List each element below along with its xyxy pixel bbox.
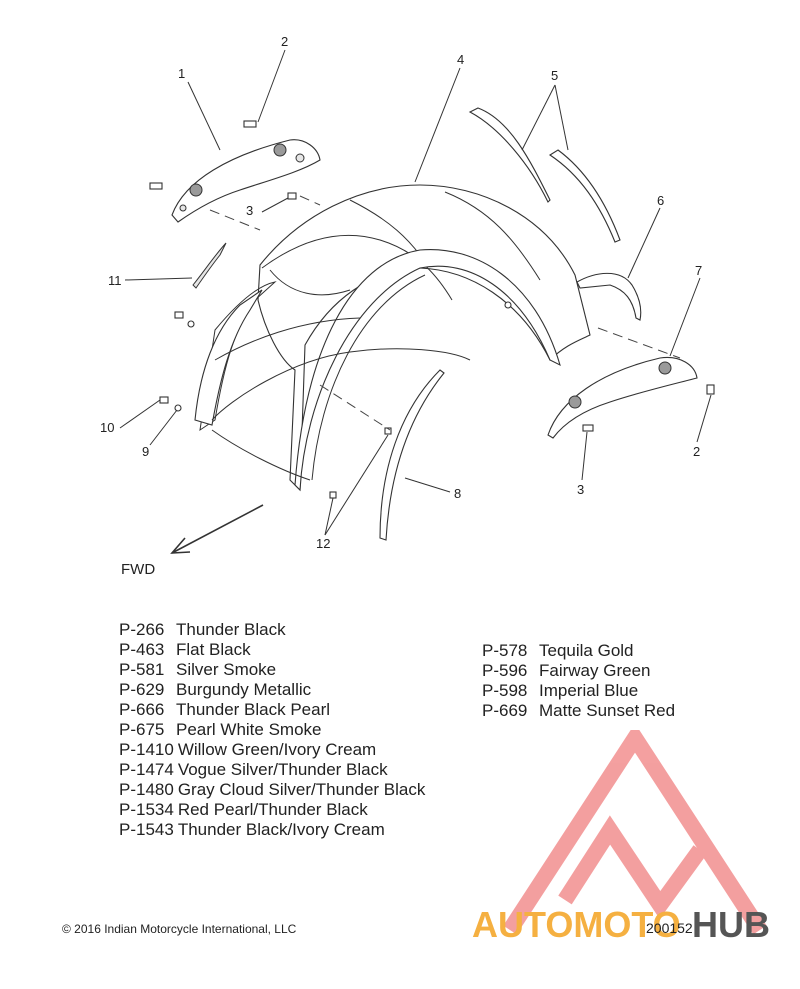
callout-1: 1 — [178, 66, 185, 81]
paint-code-row: P-666 Thunder Black Pearl — [119, 700, 425, 720]
paint-code-row: P-581 Silver Smoke — [119, 660, 425, 680]
fender-trim-strips — [468, 107, 621, 243]
trim-piece — [192, 242, 227, 289]
paint-code: P-669 — [482, 701, 528, 720]
paint-color-name: Burgundy Metallic — [176, 680, 312, 699]
callout-7: 7 — [695, 263, 702, 278]
callout-2b: 2 — [693, 444, 700, 459]
paint-code: P-581 — [119, 660, 165, 679]
exploded-parts-diagram: 1 2 3 4 5 6 7 2 3 8 12 9 10 11 FWD — [100, 34, 715, 578]
right-fender-rail — [547, 356, 698, 439]
watermark-text-a: AUTOMOTO — [472, 904, 681, 945]
paint-color-name: Willow Green/Ivory Cream — [177, 740, 377, 759]
diagram-number: 200152 — [646, 920, 693, 936]
paint-code: P-1480 — [119, 780, 174, 799]
callout-9: 9 — [142, 444, 149, 459]
paint-code-row: P-596 Fairway Green — [482, 661, 675, 681]
paint-code-row: P-463 Flat Black — [119, 640, 425, 660]
paint-code-row: P-578 Tequila Gold — [482, 641, 675, 661]
left-fender-rail — [171, 139, 321, 223]
watermark-logo: AUTOMOTO HUB — [472, 730, 770, 945]
paint-color-name: Red Pearl/Thunder Black — [177, 800, 368, 819]
callout-6: 6 — [657, 193, 664, 208]
paint-color-name: Gray Cloud Silver/Thunder Black — [177, 780, 426, 799]
paint-code-row: P-669 Matte Sunset Red — [482, 701, 675, 721]
watermark-text-b: HUB — [692, 904, 770, 945]
paint-code-row: P-629 Burgundy Metallic — [119, 680, 425, 700]
paint-code: P-1534 — [119, 800, 174, 819]
paint-code-row: P-266 Thunder Black — [119, 620, 425, 640]
paint-code: P-629 — [119, 680, 165, 699]
paint-color-name: Thunder Black/Ivory Cream — [177, 820, 385, 839]
paint-color-name: Fairway Green — [539, 661, 651, 680]
paint-code: P-463 — [119, 640, 165, 659]
paint-code: P-666 — [119, 700, 165, 719]
fender-trim-bracket — [576, 272, 642, 321]
paint-code: P-598 — [482, 681, 528, 700]
fender-strip — [379, 369, 445, 541]
callout-12: 12 — [316, 536, 330, 551]
copyright-notice: © 2016 Indian Motorcycle International, … — [62, 922, 297, 936]
fasteners — [149, 120, 715, 499]
paint-color-name: Thunder Black Pearl — [176, 700, 331, 719]
paint-code: P-1410 — [119, 740, 174, 759]
paint-color-name: Vogue Silver/Thunder Black — [177, 760, 388, 779]
callout-5: 5 — [551, 68, 558, 83]
paint-color-name: Pearl White Smoke — [176, 720, 322, 739]
paint-color-name: Flat Black — [176, 640, 251, 659]
callout-2: 2 — [281, 34, 288, 49]
paint-color-name: Thunder Black — [176, 620, 286, 639]
watermark-triangle-icon — [503, 730, 767, 935]
fwd-label: FWD — [121, 561, 155, 578]
paint-code: P-578 — [482, 641, 528, 660]
forward-arrow — [170, 504, 264, 554]
leader-lines — [119, 49, 712, 536]
paint-color-name: Tequila Gold — [539, 641, 634, 660]
callout-10: 10 — [100, 420, 114, 435]
callout-3: 3 — [246, 203, 253, 218]
paint-color-name: Matte Sunset Red — [539, 701, 676, 720]
paint-code: P-675 — [119, 720, 165, 739]
rear-fender — [194, 184, 591, 492]
paint-color-name: Silver Smoke — [176, 660, 277, 679]
callout-3b: 3 — [577, 482, 584, 497]
paint-color-name: Imperial Blue — [539, 681, 639, 700]
paint-code-row: P-598 Imperial Blue — [482, 681, 675, 701]
paint-code: P-1474 — [119, 760, 174, 779]
paint-code: P-596 — [482, 661, 528, 680]
callout-8: 8 — [454, 486, 461, 501]
paint-code-row: P-675 Pearl White Smoke — [119, 720, 425, 740]
paint-code: P-1543 — [119, 820, 174, 839]
paint-code: P-266 — [119, 620, 165, 639]
callout-4: 4 — [457, 52, 464, 67]
callout-11: 11 — [108, 273, 122, 288]
